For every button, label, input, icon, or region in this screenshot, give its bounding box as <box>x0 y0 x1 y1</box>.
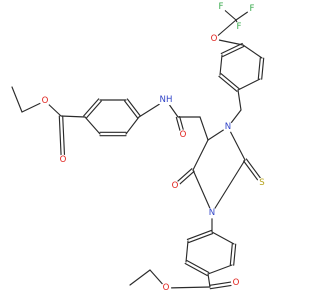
atom-nh-amide: NH <box>156 94 176 106</box>
atom-halo <box>222 121 234 133</box>
atom-f-3: F <box>233 21 245 33</box>
bond-a1-a2 <box>85 100 102 119</box>
atom-o-ester-ether-top: O <box>39 95 51 107</box>
atom-label-n: N <box>225 122 231 132</box>
bond-a4-a5 <box>125 116 140 135</box>
atom-halo <box>208 33 220 45</box>
atom-label-o: O <box>42 96 49 106</box>
atom-label-o: O <box>163 283 170 293</box>
bond-r_c5-r_c4 <box>192 139 209 171</box>
bond-c5-c6-second <box>229 243 233 266</box>
bond-c1-c2 <box>186 229 212 240</box>
atom-label-o: O <box>211 34 218 44</box>
bond-b3-b4 <box>222 45 245 58</box>
bond-b3-b4-second <box>220 42 243 55</box>
atom-label-o: O <box>172 181 179 191</box>
bond-a3-a4-second <box>126 98 141 117</box>
bond-r_c2-r_n1 <box>211 159 246 214</box>
bond-b1-b2-second <box>218 75 238 92</box>
atom-halo <box>57 154 69 166</box>
atom-o-aryl-ether: O <box>208 33 220 45</box>
bond-r_n3-r_c2 <box>227 126 246 161</box>
atom-label-o: O <box>180 130 187 140</box>
bond-b2-b3 <box>219 54 223 76</box>
bond-b4-b5 <box>242 44 263 59</box>
atom-halo <box>230 277 242 289</box>
atom-halo <box>215 1 227 13</box>
bond-a1-a2-second <box>83 98 100 117</box>
bond-c_co-o_c-second <box>62 115 66 161</box>
atom-halo <box>206 207 218 219</box>
bond-c3-c4 <box>184 262 208 277</box>
atom-label-f: F <box>219 2 224 12</box>
bond-c4-c5 <box>207 264 233 275</box>
atom-label-n: N <box>209 208 215 218</box>
atom-halo <box>156 94 176 106</box>
bond-c2-c3 <box>185 240 189 263</box>
bond-c1-c2-second <box>188 233 214 244</box>
atom-label-o: O <box>233 278 240 288</box>
bond-a3-a4 <box>124 100 139 119</box>
bond-bz-b1 <box>237 89 242 111</box>
atom-halo <box>177 129 189 141</box>
atom-halo <box>169 180 181 192</box>
bond-c5-c6 <box>233 243 237 266</box>
bond-c_co-a1 <box>60 115 86 118</box>
atom-label-f: F <box>250 4 255 14</box>
atom-o-ester-carbonyl-top: O <box>57 154 69 166</box>
bond-c_co-o_c <box>58 115 62 161</box>
bond-c_co2-o_e2 <box>165 286 211 289</box>
bond-b1-b2 <box>220 73 240 90</box>
bond-c_et1-c_et2 <box>11 86 23 113</box>
atom-label-f: F <box>237 22 242 32</box>
bond-c_et3-c_et4 <box>129 269 151 286</box>
bond-b5-b6-second <box>261 57 265 80</box>
atom-n-ring-benzyl: N <box>222 121 234 133</box>
atom-f-2: F <box>246 3 258 15</box>
atom-s-thione: S <box>256 177 268 189</box>
atom-o-ester-carbonyl-bottom: O <box>230 277 242 289</box>
atom-o-amide: O <box>177 129 189 141</box>
atom-halo <box>246 3 258 15</box>
atom-o-ester-ether-bottom: O <box>160 282 172 294</box>
bond-b6-b1 <box>237 78 261 91</box>
atom-halo <box>39 95 51 107</box>
atom-label-o: O <box>60 155 67 165</box>
atom-label-s: S <box>259 178 264 188</box>
atom-halo <box>160 282 172 294</box>
bond-ch2-r_c4 <box>199 116 209 141</box>
bond-layer <box>11 6 265 290</box>
bond-r_n1-r_c5 <box>192 169 213 214</box>
bond-c3-c4-second <box>186 259 210 274</box>
atom-f-1: F <box>215 1 227 13</box>
bond-b5-b6 <box>257 57 261 80</box>
atom-halo <box>256 177 268 189</box>
bond-c6-c1 <box>211 231 235 245</box>
atom-halo <box>233 21 245 33</box>
bond-a6-a1 <box>84 116 101 135</box>
atom-label-n: NH <box>160 95 173 105</box>
atom-n-ring-aryl: N <box>206 207 218 219</box>
atom-o-ring-carbonyl: O <box>169 180 181 192</box>
